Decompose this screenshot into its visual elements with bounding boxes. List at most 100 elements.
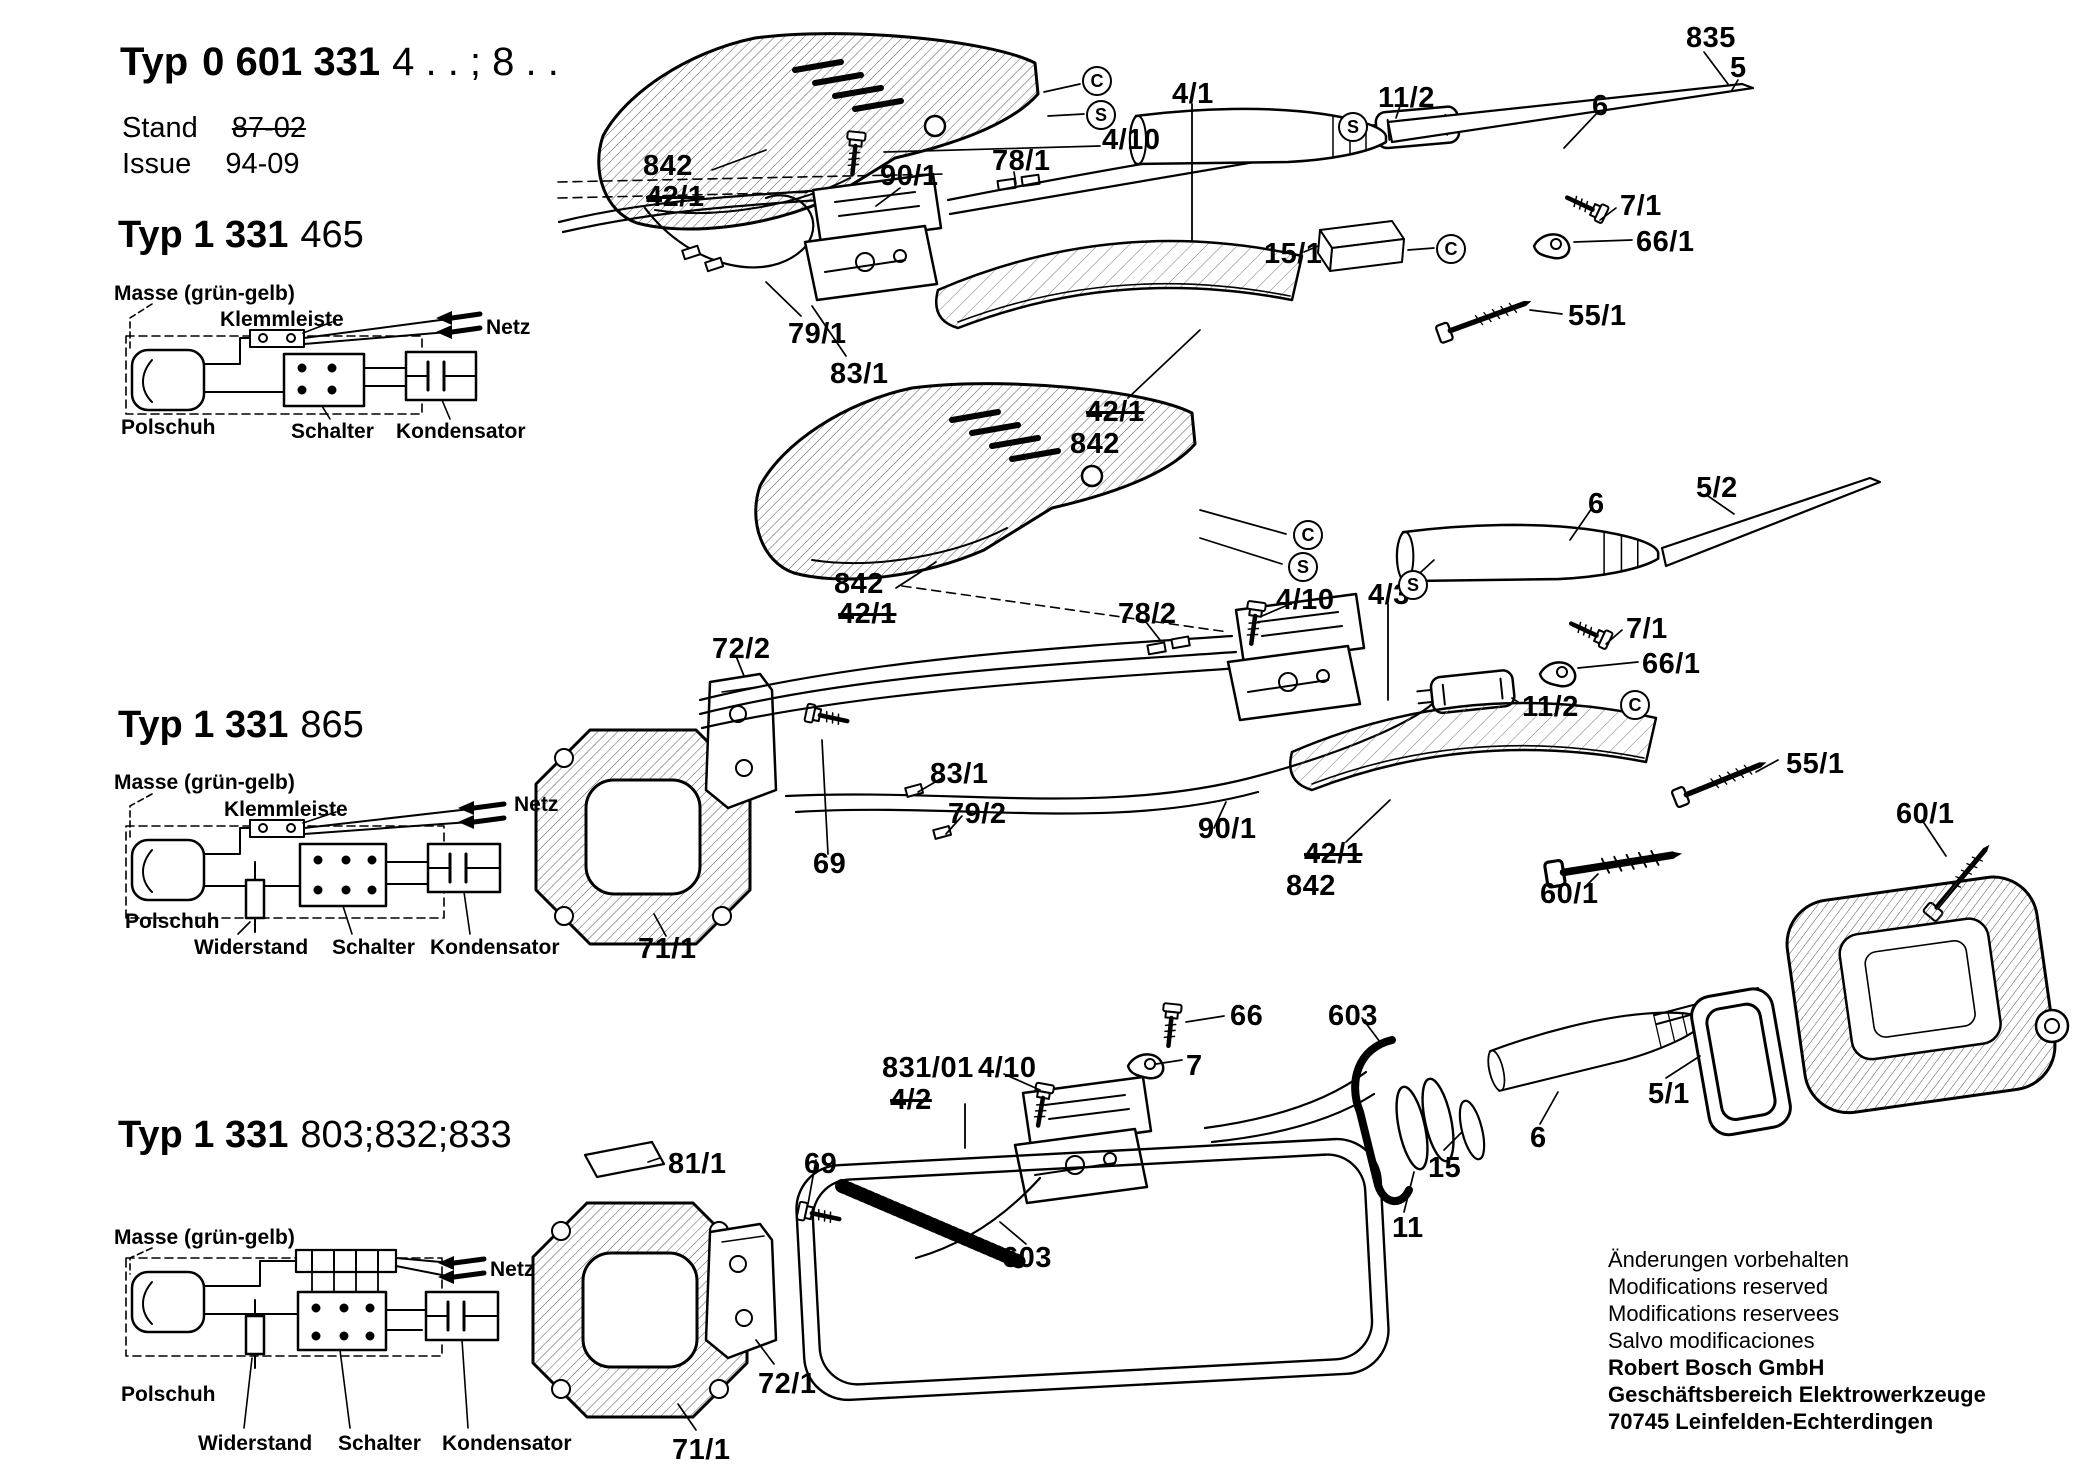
footer-note: Modifications reserved xyxy=(1608,1274,1829,1299)
polschuh-label: Polschuh xyxy=(121,416,216,439)
part-label: 42/1 xyxy=(838,598,897,630)
exploded-view-3 xyxy=(531,875,2070,1431)
part-label: 69 xyxy=(804,1148,838,1180)
clamp-symbol: C xyxy=(1620,690,1650,720)
netz-arrows xyxy=(458,801,507,829)
widerstand-label: Widerstand xyxy=(198,1432,313,1455)
leader-lines xyxy=(711,51,1739,399)
section-prefix: Typ 1 331 xyxy=(118,704,289,746)
stand-label: Stand xyxy=(122,112,198,144)
part-label: 7/1 xyxy=(1626,613,1668,645)
part-label: 71/1 xyxy=(672,1434,731,1466)
clamp-symbol: C xyxy=(1436,234,1466,264)
section-title-865: Typ 1 331 865 xyxy=(118,704,364,747)
footer-note: Salvo modificaciones xyxy=(1608,1328,1815,1353)
part-label: 4/10 xyxy=(1102,124,1161,156)
part-label: 4/2 xyxy=(890,1084,932,1116)
footer-company-line: 70745 Leinfelden-Echterdingen xyxy=(1608,1409,1934,1434)
part-label: 90/1 xyxy=(1198,813,1257,845)
section-variant: 465 xyxy=(300,214,364,256)
exploded-view-2 xyxy=(534,384,1996,946)
clamp-symbol: C xyxy=(1082,66,1112,96)
part-label: 6 xyxy=(1530,1122,1547,1154)
part-label: 79/1 xyxy=(788,318,847,350)
gear-cone xyxy=(1395,523,1660,583)
wiring-diagram-865 xyxy=(125,793,507,935)
section-title-465: Typ 1 331 465 xyxy=(118,214,364,257)
part-label: 5/2 xyxy=(1696,472,1738,504)
footer-company-line: Robert Bosch GmbH xyxy=(1608,1355,1825,1380)
part-label: 7/1 xyxy=(1620,190,1662,222)
part-label: 66 xyxy=(1230,1000,1264,1032)
leader-lines xyxy=(653,495,1947,937)
typ-number: 0 601 331 xyxy=(202,40,381,84)
part-label: 7 xyxy=(1186,1050,1203,1082)
cable-grommet xyxy=(1351,1036,1413,1205)
clamp-symbol: S xyxy=(1338,112,1368,142)
part-label: 842 xyxy=(1070,428,1120,460)
netz-arrows xyxy=(438,1256,487,1284)
part-label: 5 xyxy=(1730,52,1747,84)
cable-loop xyxy=(795,1137,1390,1402)
part-label: 81/1 xyxy=(668,1148,727,1180)
part-label: 42/1 xyxy=(646,181,705,213)
foam-block xyxy=(1317,220,1405,272)
schalter-part xyxy=(298,842,388,908)
typ-label: Typ xyxy=(120,40,189,84)
blade-part xyxy=(1386,82,1755,144)
schalter-label: Schalter xyxy=(291,420,374,443)
part-label: 4/1 xyxy=(1172,78,1214,110)
masse-label: Masse (grün-gelb) xyxy=(114,282,295,305)
gasket-ring xyxy=(1690,987,1792,1137)
polschuh-label: Polschuh xyxy=(125,910,220,933)
part-label: 835 xyxy=(1686,22,1736,54)
bracket-plate xyxy=(704,1222,778,1360)
part-label: 90/1 xyxy=(880,160,939,192)
klemmleiste-label: Klemmleiste xyxy=(224,798,348,821)
part-label: 60/1 xyxy=(1540,878,1599,910)
knob xyxy=(2034,1008,2070,1044)
part-label: 6 xyxy=(1588,488,1605,520)
part-label: 603 xyxy=(1328,1000,1378,1032)
handle-part xyxy=(934,239,1304,330)
part-label: 603 xyxy=(1002,1242,1052,1274)
kondensator-label: Kondensator xyxy=(442,1432,572,1455)
part-label: 79/2 xyxy=(948,798,1007,830)
part-label: 6 xyxy=(1592,90,1609,122)
footer-company-line: Geschäftsbereich Elektrowerkzeuge xyxy=(1608,1382,1986,1407)
section-prefix: Typ 1 331 xyxy=(118,214,289,256)
section-variant: 865 xyxy=(300,704,364,746)
part-label: 15 xyxy=(1428,1152,1462,1184)
part-label: 4/10 xyxy=(1276,584,1335,616)
widerstand-part xyxy=(244,1314,266,1356)
issue-value: 94-09 xyxy=(225,148,300,180)
clamp-symbol: S xyxy=(1086,100,1116,130)
part-label: 831/01 xyxy=(882,1052,974,1084)
wiring-diagram-803 xyxy=(125,1247,500,1429)
section-prefix: Typ 1 331 xyxy=(118,1114,289,1156)
washer xyxy=(1421,1077,1455,1163)
footer-note: Modifications reservees xyxy=(1608,1301,1840,1326)
section-variant: 803;832;833 xyxy=(300,1114,512,1156)
part-label: 842 xyxy=(1286,870,1336,902)
section-title-803: Typ 1 331 803;832;833 xyxy=(118,1114,512,1157)
part-label: 78/1 xyxy=(992,145,1051,177)
part-label: 842 xyxy=(643,150,693,182)
leader-lines xyxy=(647,1015,1701,1431)
part-label: 11/2 xyxy=(1378,82,1435,114)
part-label: 66/1 xyxy=(1636,226,1695,258)
part-label: 55/1 xyxy=(1786,748,1845,780)
part-label: 69 xyxy=(813,848,847,880)
part-label: 83/1 xyxy=(930,758,989,790)
schalter-label: Schalter xyxy=(338,1432,421,1455)
rear-housing xyxy=(1785,875,2057,1115)
polschuh-label: Polschuh xyxy=(121,1383,216,1406)
part-label: 72/2 xyxy=(712,633,771,665)
part-label: 11 xyxy=(1392,1212,1424,1244)
schalter-part xyxy=(296,1290,388,1352)
kondensator-label: Kondensator xyxy=(396,420,526,443)
exploded-view-1 xyxy=(557,34,1755,399)
